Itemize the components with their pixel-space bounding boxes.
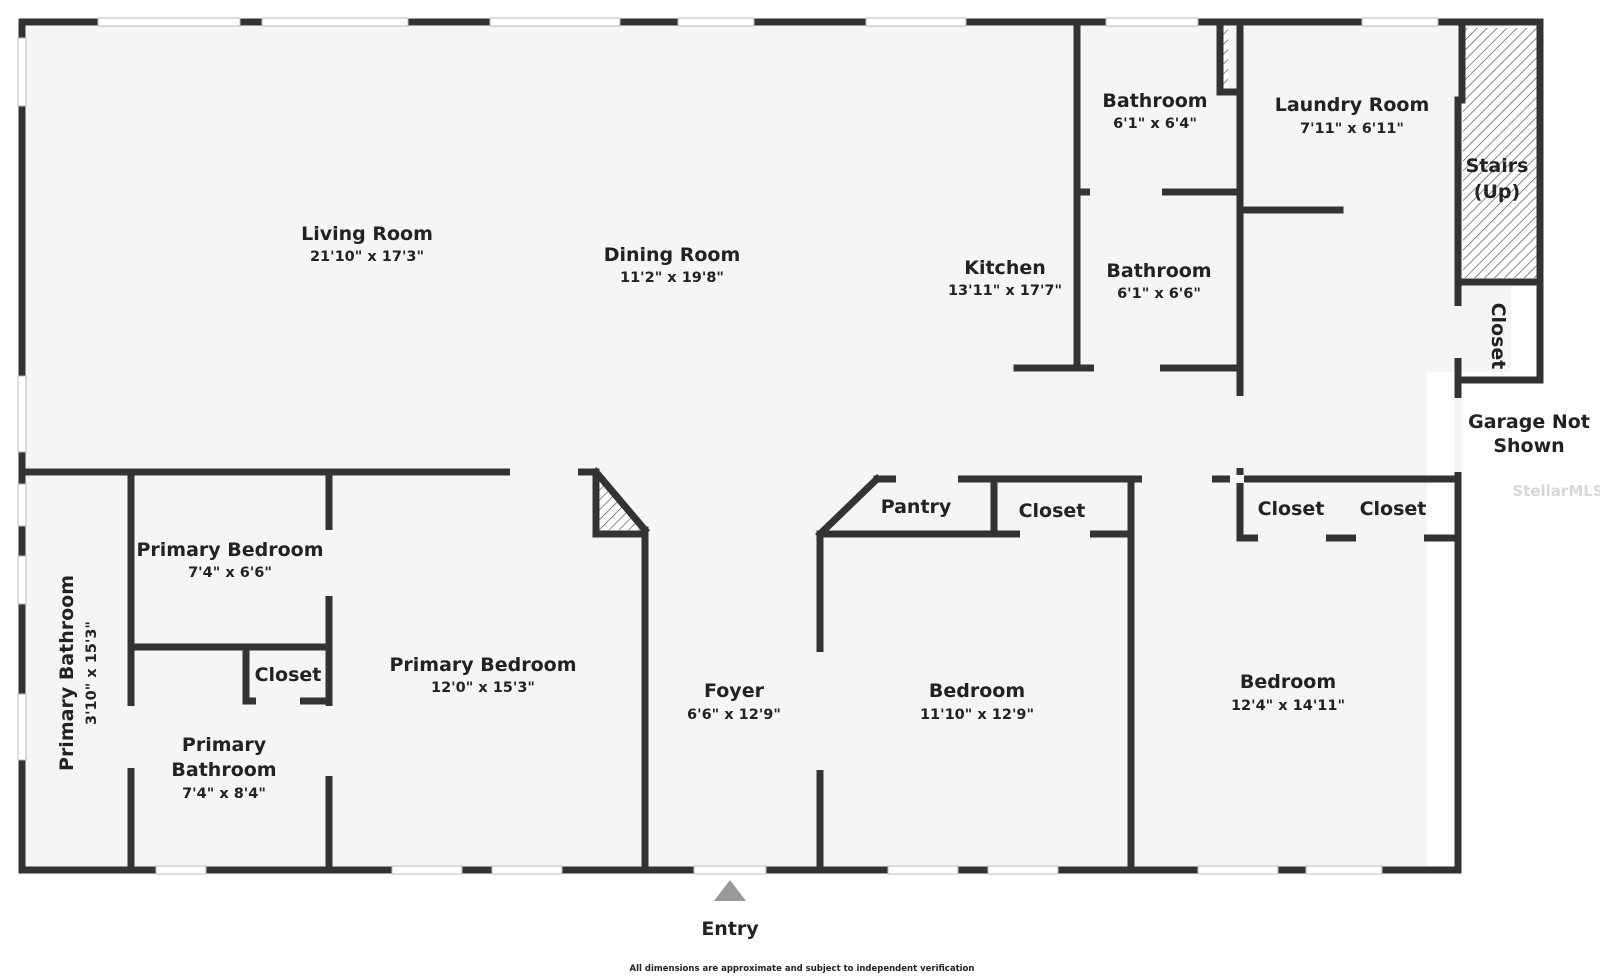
- room-dimensions: 13'11" x 17'7": [948, 283, 1062, 299]
- stairs-direction: (Up): [1474, 181, 1520, 203]
- room-primary-bedroom-main: Primary Bedroom 12'0" x 15'3": [389, 654, 576, 696]
- room-primary-bedroom-small: Primary Bedroom 7'4" x 6'6": [136, 539, 323, 581]
- room-name: Living Room: [301, 223, 433, 245]
- watermark: StellarMLS: [1512, 482, 1600, 500]
- room-dimensions: 6'1" x 6'4": [1113, 116, 1197, 132]
- garage-label-line2: Shown: [1493, 435, 1564, 457]
- room-name: Closet: [1487, 303, 1509, 370]
- room-dimensions: 11'10" x 12'9": [920, 707, 1034, 723]
- room-bedroom-b: Bedroom 12'4" x 14'11": [1231, 671, 1345, 714]
- room-closet-b1: Closet: [1258, 498, 1325, 520]
- garage-note: Garage Not Shown: [1468, 411, 1590, 457]
- windows: [17, 17, 1439, 875]
- room-bedroom-a: Bedroom 11'10" x 12'9": [920, 680, 1034, 723]
- room-dimensions: 11'2" x 19'8": [620, 270, 724, 286]
- room-dimensions: 7'4" x 6'6": [188, 565, 272, 581]
- room-dimensions: 21'10" x 17'3": [310, 249, 424, 265]
- room-name: Bathroom: [1106, 260, 1211, 282]
- room-primary-bathroom: Primary Bathroom 7'4" x 8'4": [171, 734, 276, 802]
- room-living: Living Room 21'10" x 17'3": [301, 223, 433, 265]
- room-closet-stairs: Closet: [1487, 303, 1509, 370]
- room-primary-bathroom-side: Primary Bathroom 3'10" x 15'3": [56, 575, 100, 771]
- room-closet-mid: Closet: [1019, 500, 1086, 522]
- room-closet-b2: Closet: [1360, 498, 1427, 520]
- room-dimensions: 12'0" x 15'3": [431, 680, 535, 696]
- room-name: Laundry Room: [1275, 94, 1430, 116]
- room-closet-primary: Closet: [255, 664, 322, 686]
- room-name: Pantry: [881, 496, 952, 518]
- room-dining: Dining Room 11'2" x 19'8": [604, 244, 741, 286]
- room-dimensions: 3'10" x 15'3": [84, 621, 100, 725]
- room-name: Primary Bathroom: [56, 575, 78, 771]
- room-dimensions: 7'11" x 6'11": [1300, 121, 1404, 137]
- room-name: Primary: [182, 734, 267, 756]
- room-name: Closet: [255, 664, 322, 686]
- room-dimensions: 12'4" x 14'11": [1231, 698, 1345, 714]
- disclaimer: All dimensions are approximate and subje…: [630, 964, 975, 974]
- room-bathroom-top: Bathroom 6'1" x 6'4": [1102, 90, 1207, 132]
- room-name: Kitchen: [964, 257, 1046, 279]
- room-name: Closet: [1019, 500, 1086, 522]
- room-name: Primary Bedroom: [389, 654, 576, 676]
- entry-label: Entry: [701, 918, 759, 940]
- stairs-area: [1463, 28, 1539, 278]
- house-floor: [22, 22, 1511, 870]
- garage-label-line1: Garage Not: [1468, 411, 1590, 433]
- room-name: Closet: [1258, 498, 1325, 520]
- room-kitchen: Kitchen 13'11" x 17'7": [948, 257, 1062, 299]
- room-dimensions: 6'1" x 6'6": [1117, 286, 1201, 302]
- stairs-label: Stairs: [1466, 155, 1529, 177]
- room-bathroom-mid: Bathroom 6'1" x 6'6": [1106, 260, 1211, 302]
- room-foyer: Foyer 6'6" x 12'9": [687, 680, 781, 723]
- room-name: Primary Bedroom: [136, 539, 323, 561]
- room-name: Bedroom: [929, 680, 1025, 702]
- room-name: Bathroom: [1102, 90, 1207, 112]
- entry-arrow-icon: [714, 880, 746, 901]
- room-dimensions: 7'4" x 8'4": [182, 786, 266, 802]
- room-name: Dining Room: [604, 244, 741, 266]
- room-laundry: Laundry Room 7'11" x 6'11": [1275, 94, 1430, 137]
- room-name: Foyer: [704, 680, 765, 702]
- stairs-up: Stairs (Up): [1466, 155, 1529, 203]
- door-openings: [127, 188, 1462, 776]
- room-dimensions: 6'6" x 12'9": [687, 707, 781, 723]
- room-name: Bedroom: [1240, 671, 1336, 693]
- room-name: Closet: [1360, 498, 1427, 520]
- room-name-line2: Bathroom: [171, 759, 276, 781]
- room-pantry: Pantry: [881, 496, 952, 518]
